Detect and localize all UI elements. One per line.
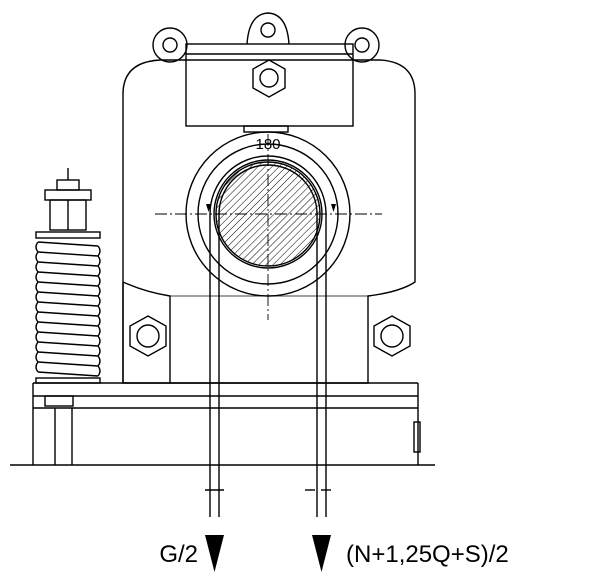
- cap-nut: [252, 59, 286, 98]
- load-left-label: G/2: [159, 541, 198, 568]
- spring-damper: [35, 168, 101, 407]
- housing-bolt-right: [373, 315, 411, 357]
- lifting-eye-right: [344, 27, 380, 63]
- bearing-housing: [122, 59, 416, 384]
- cap-plate: [243, 125, 289, 133]
- load-strap: [205, 155, 331, 517]
- angle-label: 180: [255, 136, 280, 153]
- lifting-eye-center: [246, 12, 290, 45]
- top-cap: [185, 43, 354, 127]
- lifting-eye-left: [152, 27, 188, 63]
- housing-bolt-left: [129, 315, 167, 357]
- load-right-label: (N+1,25Q+S)/2: [346, 541, 509, 568]
- base-plates: [10, 382, 435, 466]
- angle-marks: [206, 204, 336, 212]
- arrow-down-icon: [205, 535, 224, 572]
- arrow-down-icon: [312, 535, 331, 572]
